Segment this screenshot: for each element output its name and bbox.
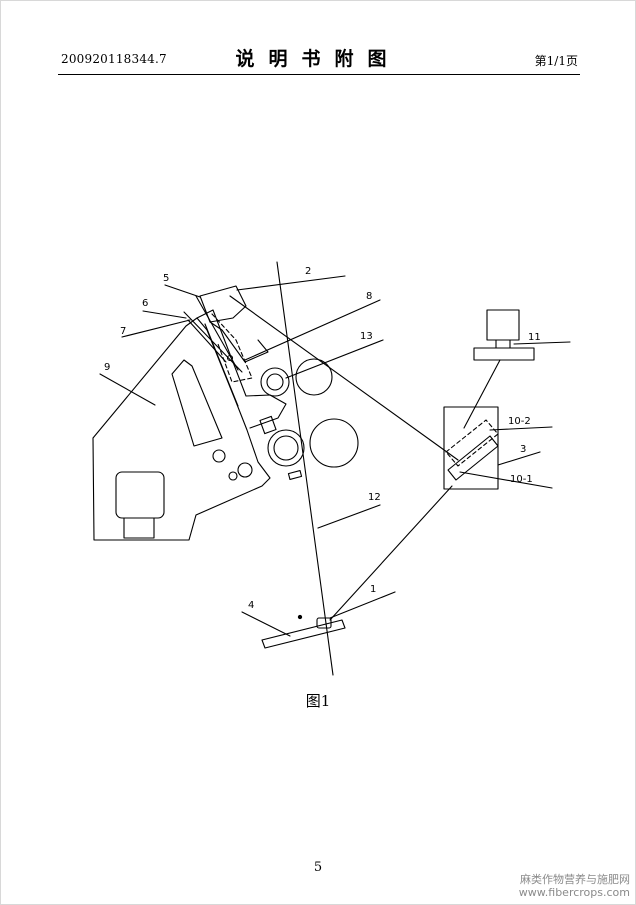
figure-caption: 图1: [305, 692, 331, 710]
sample-1: [316, 617, 332, 629]
leader-2: [236, 275, 346, 291]
slide-4: [261, 619, 346, 649]
leader-4: [241, 611, 291, 637]
roller-bracket: [259, 415, 277, 435]
fiber-5: [195, 295, 239, 371]
prism-box: [443, 406, 499, 490]
beam-line-upper: [229, 295, 459, 461]
roller-lower-left: [267, 429, 305, 467]
leader-10-1: [459, 471, 553, 489]
body-knob-2: [237, 462, 253, 478]
camera-mount: [473, 347, 535, 361]
body-knob-1: [212, 449, 226, 463]
leader-8: [244, 299, 381, 361]
label-9: 9: [104, 362, 110, 373]
beam-line-lower: [329, 485, 453, 621]
label-6: 6: [142, 298, 148, 309]
label-3: 3: [520, 444, 526, 455]
label-12: 12: [368, 492, 381, 503]
body-slot: [171, 359, 223, 447]
camera-to-prism-line: [463, 359, 501, 429]
roller-lower-right: [309, 418, 359, 468]
header-rule: [58, 74, 580, 75]
fiber-6: [183, 311, 243, 373]
leader-3: [497, 451, 541, 466]
label-7: 7: [120, 326, 126, 337]
label-10-2: 10-2: [508, 416, 531, 427]
microscope-body: [92, 317, 271, 541]
body-inner-edge: [204, 323, 239, 407]
label-4: 4: [248, 600, 254, 611]
leader-12: [317, 504, 381, 529]
watermark-line-2: www.fibercrops.com: [518, 886, 630, 899]
leader-5: [164, 284, 201, 298]
leader-9: [99, 373, 156, 406]
slide-dot: [297, 614, 303, 620]
leader-10-2: [489, 426, 553, 431]
label-13: 13: [360, 331, 373, 342]
label-10-1: 10-1: [510, 474, 533, 485]
fiber-7: [187, 319, 227, 363]
roller-upper-right: [295, 358, 333, 396]
leader-7: [121, 319, 191, 338]
optical-axis-line: [276, 261, 334, 676]
label-2: 2: [305, 266, 311, 277]
document-title: 说明书附图: [235, 48, 401, 70]
leader-1: [329, 591, 396, 619]
label-5: 5: [163, 273, 169, 284]
roller-upper-left: [260, 367, 290, 397]
leader-13: [285, 339, 384, 379]
prism-10-2: [445, 419, 499, 467]
label-11: 11: [528, 332, 541, 343]
page-indicator: 第1/1页: [534, 54, 578, 68]
body-foot: [123, 517, 155, 539]
leader-11: [513, 341, 571, 345]
body-knob-3: [228, 471, 238, 481]
roller-upper-left-inner: [266, 373, 284, 391]
head-housing: [199, 285, 247, 323]
label-1: 1: [370, 584, 376, 595]
page-number: 5: [313, 860, 323, 875]
fiber-joint: [226, 354, 234, 362]
camera-neck: [495, 339, 511, 349]
camera-body: [486, 309, 520, 341]
watermark: 麻类作物营养与施肥网 www.fibercrops.com: [519, 873, 630, 899]
body-base-block: [115, 471, 165, 519]
leader-6: [142, 310, 187, 319]
roller-clip: [287, 469, 303, 481]
head-dashed-prism: [211, 313, 253, 383]
prism-10-1: [447, 435, 499, 481]
roller-lower-left-inner: [273, 435, 299, 461]
head-neck: [209, 321, 269, 363]
application-number: 200920118344.7: [61, 52, 167, 66]
label-8: 8: [366, 291, 372, 302]
watermark-line-1: 麻类作物营养与施肥网: [520, 873, 630, 886]
